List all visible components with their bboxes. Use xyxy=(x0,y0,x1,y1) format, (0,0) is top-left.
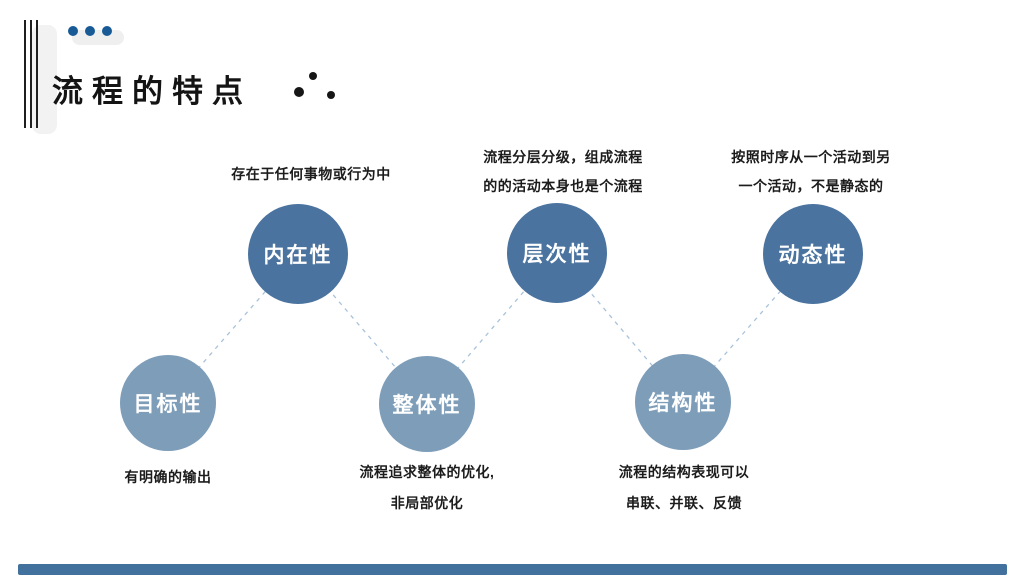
desc-line: 存在于任何事物或行为中 xyxy=(231,166,391,182)
circle-dynamic: 动态性 xyxy=(763,204,863,304)
desc-dynamic: 按照时序从一个活动到另 一个活动，不是静态的 xyxy=(691,143,931,201)
dot-icon xyxy=(294,87,304,97)
circle-label: 整体性 xyxy=(392,394,462,417)
blue-dot-icon xyxy=(85,26,95,36)
page-title: 流程的特点 xyxy=(52,74,252,109)
desc-line: 一个活动，不是静态的 xyxy=(738,178,884,194)
desc-line: 串联、并联、反馈 xyxy=(626,495,742,511)
vertical-line-decoration xyxy=(30,20,32,128)
circle-hierarchy: 层次性 xyxy=(507,203,607,303)
circle-structure: 结构性 xyxy=(635,354,731,450)
desc-line: 的的活动本身也是个流程 xyxy=(483,178,643,194)
desc-hierarchy: 流程分层分级，组成流程 的的活动本身也是个流程 xyxy=(443,143,683,201)
circle-label: 层次性 xyxy=(522,243,592,266)
circle-integrity: 整体性 xyxy=(379,356,475,452)
vertical-line-decoration xyxy=(36,20,38,128)
circle-label: 动态性 xyxy=(778,244,848,267)
blue-dot-icon xyxy=(102,26,112,36)
circle-label: 目标性 xyxy=(133,393,203,416)
bottom-accent-bar xyxy=(18,564,1007,575)
vertical-line-decoration xyxy=(24,20,26,128)
desc-integrity: 流程追求整体的优化, 非局部优化 xyxy=(297,457,557,519)
blue-dot-icon xyxy=(68,26,78,36)
desc-structure: 流程的结构表现可以 串联、并联、反馈 xyxy=(554,457,814,519)
dot-icon xyxy=(327,91,335,99)
circle-label: 结构性 xyxy=(648,392,718,415)
desc-line: 按照时序从一个活动到另 xyxy=(731,149,891,165)
therefore-dots-icon xyxy=(292,68,342,104)
circle-goal: 目标性 xyxy=(120,355,216,451)
desc-line: 流程的结构表现可以 xyxy=(618,464,750,480)
circle-label: 内在性 xyxy=(263,244,333,267)
dot-icon xyxy=(309,72,317,80)
desc-line: 流程分层分级，组成流程 xyxy=(483,149,643,165)
desc-line: 非局部优化 xyxy=(390,495,464,511)
desc-goal: 有明确的输出 xyxy=(68,463,268,492)
desc-internality: 存在于任何事物或行为中 xyxy=(191,160,431,189)
circle-internality: 内在性 xyxy=(248,204,348,304)
desc-line: 流程追求整体的优化, xyxy=(359,464,495,480)
desc-line: 有明确的输出 xyxy=(124,469,212,485)
